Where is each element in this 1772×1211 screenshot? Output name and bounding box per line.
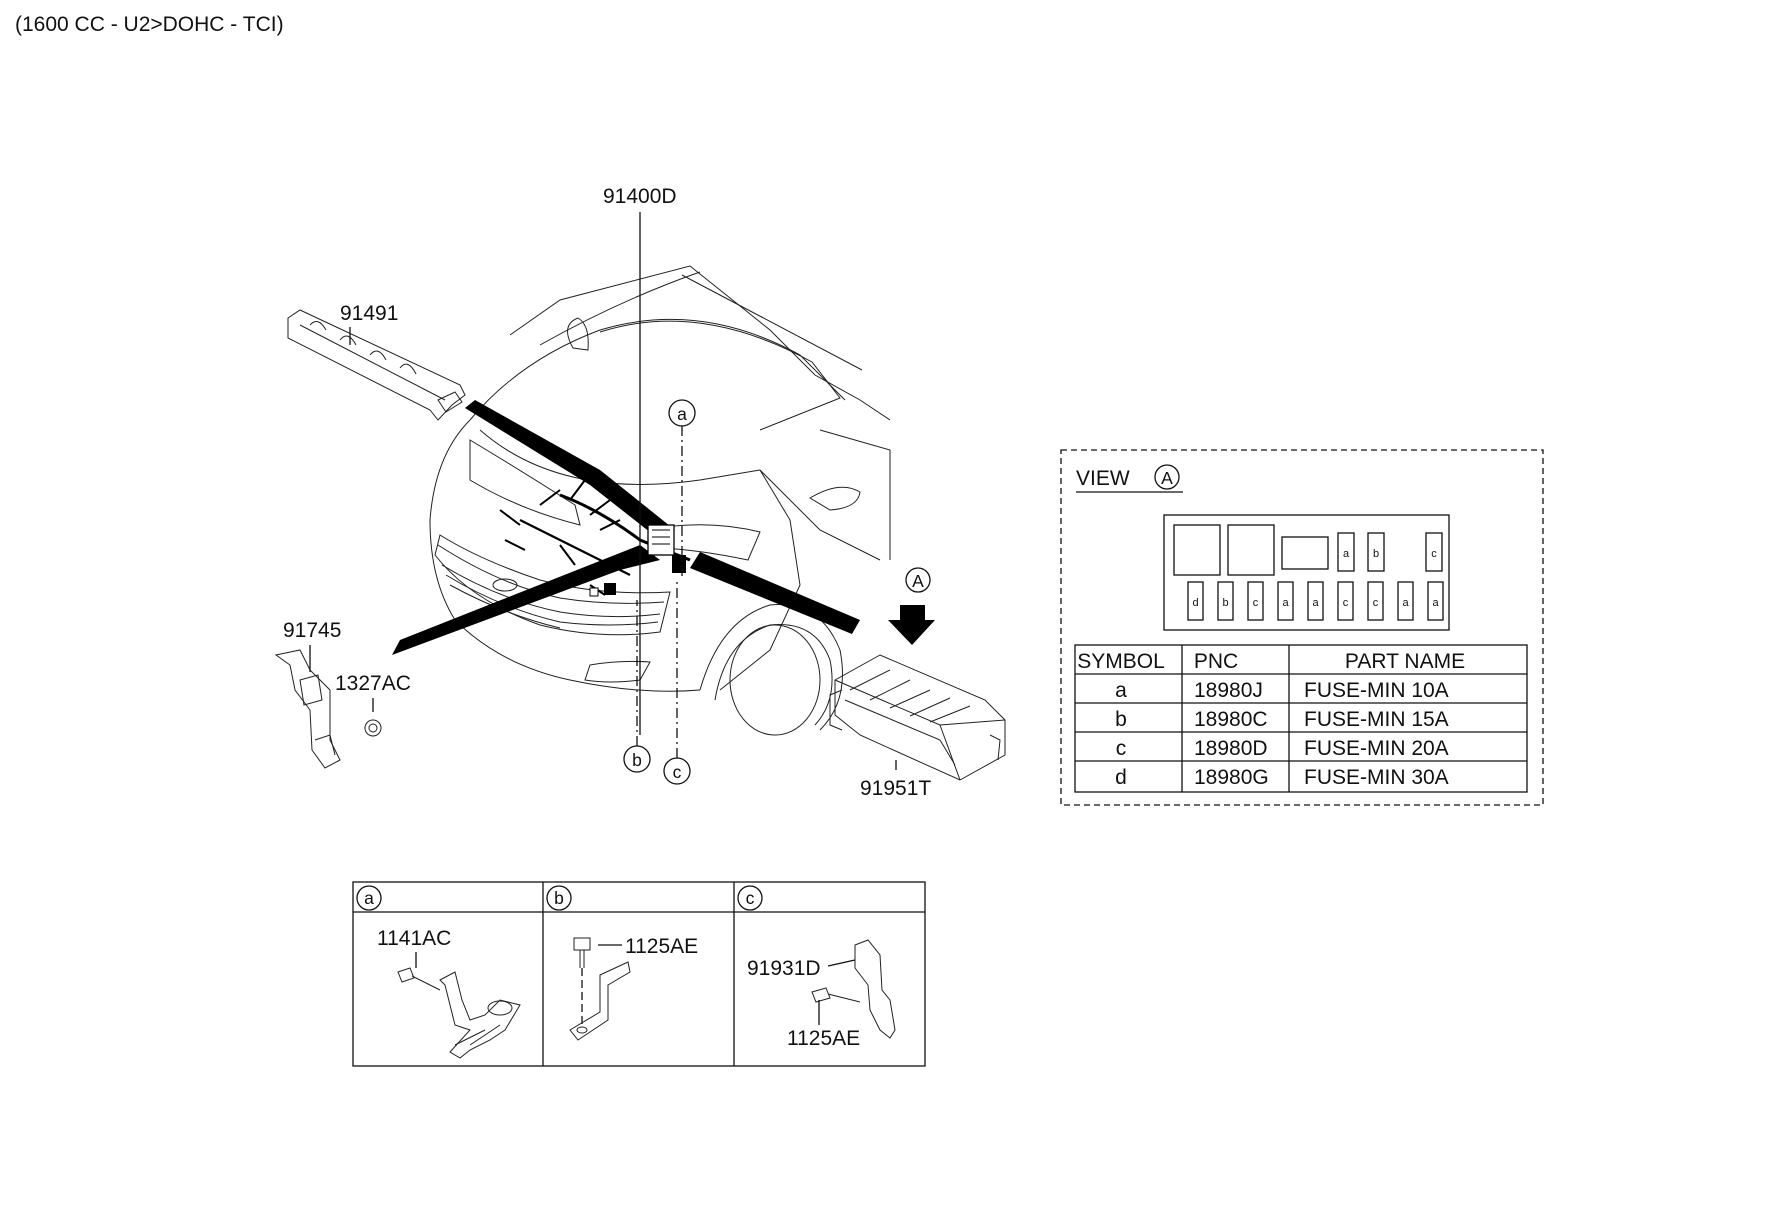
svg-text:PART NAME: PART NAME xyxy=(1345,650,1465,673)
svg-text:a: a xyxy=(677,404,687,424)
fuse-box-top-view: a b c d b c a a c c xyxy=(1163,514,1450,631)
svg-text:c: c xyxy=(1431,548,1437,560)
label-91491: 91491 xyxy=(340,302,398,325)
label-91400D: 91400D xyxy=(603,185,677,208)
label-1125AE-b: 1125AE xyxy=(625,935,698,958)
panel-c-key: c xyxy=(746,888,755,908)
svg-text:A: A xyxy=(1161,468,1173,488)
svg-text:c: c xyxy=(673,762,682,782)
svg-text:c: c xyxy=(1373,597,1379,609)
fuse-table: SYMBOL PNC PART NAME a 18980J FUSE-MIN 1… xyxy=(1074,644,1528,793)
view-direction-arrow xyxy=(888,605,935,645)
svg-text:PNC: PNC xyxy=(1194,650,1238,673)
svg-text:18980D: 18980D xyxy=(1194,737,1268,760)
bracket-91745: 91745 1327AC xyxy=(274,619,411,769)
svg-text:d: d xyxy=(1115,766,1127,789)
callout-a: a xyxy=(668,399,696,580)
panel-b-key: b xyxy=(554,888,564,908)
svg-text:FUSE-MIN 15A: FUSE-MIN 15A xyxy=(1304,708,1449,731)
callout-b: b xyxy=(623,600,651,773)
table-row: b 18980C FUSE-MIN 15A xyxy=(1115,708,1449,731)
label-1141AC: 1141AC xyxy=(377,927,451,950)
detail-panels: a 1141AC b 1125AE c 91931D xyxy=(352,881,926,1067)
svg-text:a: a xyxy=(1343,548,1350,560)
fuse-top-row: a b c xyxy=(1337,532,1443,572)
label-1327AC: 1327AC xyxy=(335,672,411,695)
label-1125AE-c: 1125AE xyxy=(787,1027,860,1050)
page-title: (1600 CC - U2>DOHC - TCI) xyxy=(15,13,284,36)
svg-text:d: d xyxy=(1192,597,1198,609)
view-title-marker xyxy=(1154,464,1180,490)
label-91931D: 91931D xyxy=(747,957,821,980)
fuse-bottom-row: d b c a a c c a a xyxy=(1187,581,1444,621)
protector-91491: 91491 xyxy=(287,302,466,421)
svg-text:FUSE-MIN 10A: FUSE-MIN 10A xyxy=(1304,679,1449,702)
svg-text:c: c xyxy=(1116,737,1127,760)
table-row: d 18980G FUSE-MIN 30A xyxy=(1115,766,1449,789)
panel-a-key: a xyxy=(364,888,374,908)
svg-text:a: a xyxy=(1115,679,1127,702)
svg-text:18980C: 18980C xyxy=(1194,708,1268,731)
view-a-panel: VIEW A a b c d b c xyxy=(1060,449,1544,806)
svg-text:b: b xyxy=(1373,548,1379,560)
detail-panel-b: b 1125AE xyxy=(546,885,698,1041)
table-row: a 18980J FUSE-MIN 10A xyxy=(1115,679,1449,702)
svg-text:c: c xyxy=(1343,597,1349,609)
svg-text:18980J: 18980J xyxy=(1194,679,1263,702)
label-91745: 91745 xyxy=(283,619,341,642)
svg-text:SYMBOL: SYMBOL xyxy=(1077,650,1165,673)
svg-text:b: b xyxy=(632,750,642,770)
label-91951T: 91951T xyxy=(860,777,931,800)
svg-text:b: b xyxy=(1115,708,1127,731)
fuse-table-header: SYMBOL PNC PART NAME xyxy=(1077,650,1465,673)
junction-box-91951T: A 91951T xyxy=(829,567,1006,800)
svg-text:a: a xyxy=(1282,597,1289,609)
svg-text:c: c xyxy=(1253,597,1259,609)
wiring-harness-91400D xyxy=(392,400,860,655)
svg-text:a: a xyxy=(1432,597,1439,609)
view-title: VIEW xyxy=(1076,467,1130,490)
car-illustration xyxy=(429,265,891,736)
table-row: c 18980D FUSE-MIN 20A xyxy=(1116,737,1449,760)
callout-c: c xyxy=(663,580,691,785)
svg-text:A: A xyxy=(912,571,924,591)
svg-text:FUSE-MIN 30A: FUSE-MIN 30A xyxy=(1304,766,1449,789)
detail-panel-c: c 91931D 1125AE xyxy=(737,885,896,1050)
svg-text:FUSE-MIN 20A: FUSE-MIN 20A xyxy=(1304,737,1449,760)
detail-panel-a: a 1141AC xyxy=(356,885,521,1059)
svg-text:b: b xyxy=(1222,597,1228,609)
svg-text:18980G: 18980G xyxy=(1194,766,1269,789)
svg-text:a: a xyxy=(1402,597,1409,609)
svg-text:a: a xyxy=(1312,597,1319,609)
view-a-marker xyxy=(905,567,931,593)
